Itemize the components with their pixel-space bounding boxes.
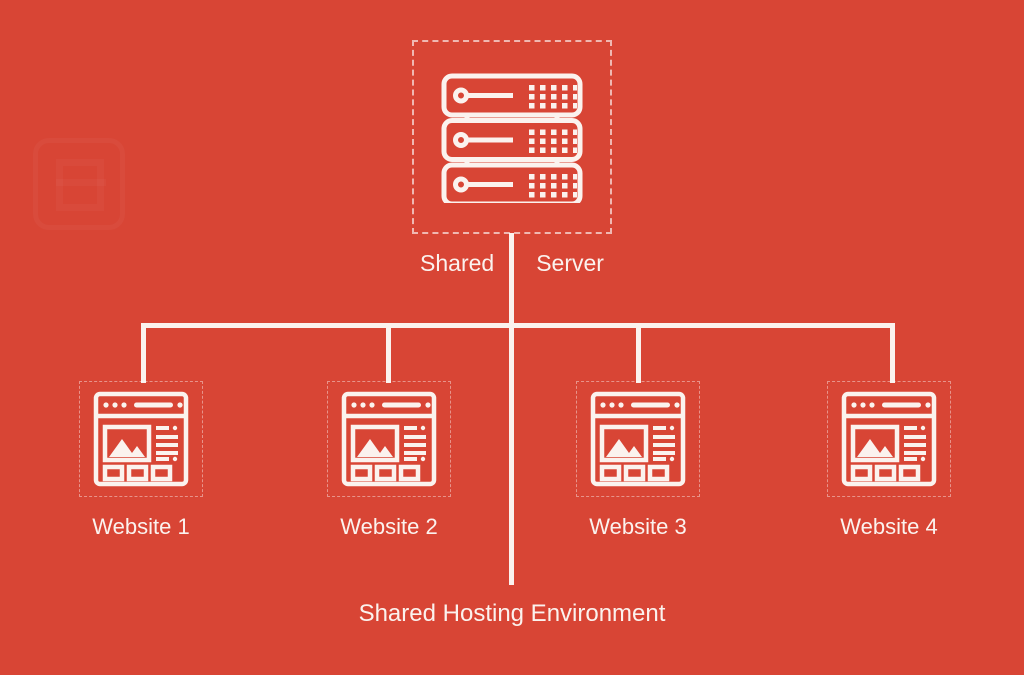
server-rack-icon <box>441 73 583 207</box>
browser-window-icon <box>93 391 189 487</box>
server-frame <box>412 40 612 234</box>
connector-horizontal-bus <box>141 323 895 328</box>
browser-window-icon <box>341 391 437 487</box>
server-label: Shared Server <box>0 250 1024 277</box>
website-label-2: Website 2 <box>340 514 438 539</box>
browser-window-icon <box>841 391 937 487</box>
connector-drop-website-1 <box>141 323 146 383</box>
connector-bus-to-caption <box>509 323 514 585</box>
website-label-4: Website 4 <box>840 514 938 539</box>
browser-window-icon <box>590 391 686 487</box>
website-label-3: Website 3 <box>589 514 687 539</box>
server-label-left: Shared <box>420 250 495 276</box>
website-frame-3 <box>576 381 700 497</box>
website-frame-1 <box>79 381 203 497</box>
diagram-caption: Shared Hosting Environment <box>358 600 666 627</box>
website-frame-2 <box>327 381 451 497</box>
watermark-logo-icon <box>33 138 125 230</box>
watermark-logo-bar <box>56 179 106 186</box>
connector-drop-website-4 <box>890 323 895 383</box>
server-label-right: Server <box>536 250 604 276</box>
website-label-1: Website 1 <box>92 514 190 539</box>
connector-server-to-bus <box>509 233 514 326</box>
connector-drop-website-3 <box>636 323 641 383</box>
website-frame-4 <box>827 381 951 497</box>
connector-drop-website-2 <box>386 323 391 383</box>
